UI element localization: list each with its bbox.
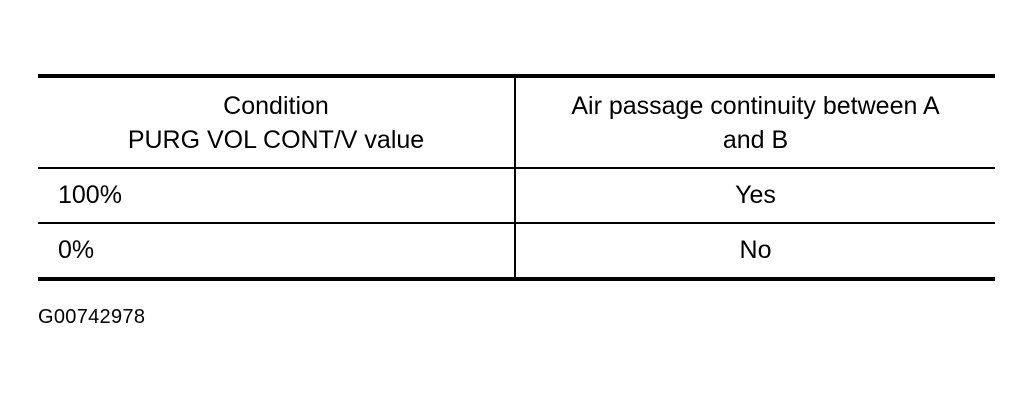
header-condition-line2: PURG VOL CONT/V value	[127, 125, 425, 154]
cell-air-continuity: Yes	[515, 168, 995, 224]
header-condition-line1: Condition	[223, 91, 329, 120]
cell-condition: 0%	[38, 223, 516, 279]
table-row: 0% No	[38, 223, 995, 279]
header-air-line1: Air passage continuity between A	[571, 91, 940, 120]
table-header: Condition PURG VOL CONT/V value Air pass…	[38, 76, 995, 169]
table-body: 100% Yes 0% No	[38, 168, 995, 279]
cell-air-continuity: No	[739, 236, 772, 264]
cell-condition: 100%	[38, 168, 516, 224]
purge-valve-continuity-table: Condition PURG VOL CONT/V value Air pass…	[38, 74, 995, 281]
header-condition: Condition PURG VOL CONT/V value	[38, 76, 516, 169]
header-air-line2: and B	[722, 125, 789, 154]
header-row: Condition PURG VOL CONT/V value Air pass…	[38, 76, 995, 169]
header-air-passage: Air passage continuity between A and B	[515, 76, 995, 169]
figure-id: G00742978	[38, 306, 146, 328]
table-row: 100% Yes	[38, 168, 995, 224]
